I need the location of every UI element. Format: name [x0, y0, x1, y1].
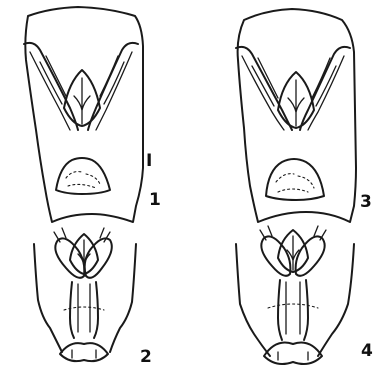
figure-number-1: 1	[149, 190, 161, 210]
figure-3-drawing	[236, 9, 356, 222]
figure-4-drawing	[236, 226, 354, 364]
figure-number-4: 4	[361, 341, 373, 361]
figure-1-drawing	[24, 7, 143, 222]
figure-2-drawing	[34, 228, 136, 361]
figure-number-2: 2	[140, 347, 152, 367]
figure-number-3: 3	[360, 192, 372, 212]
stray-mark: I	[146, 151, 152, 171]
